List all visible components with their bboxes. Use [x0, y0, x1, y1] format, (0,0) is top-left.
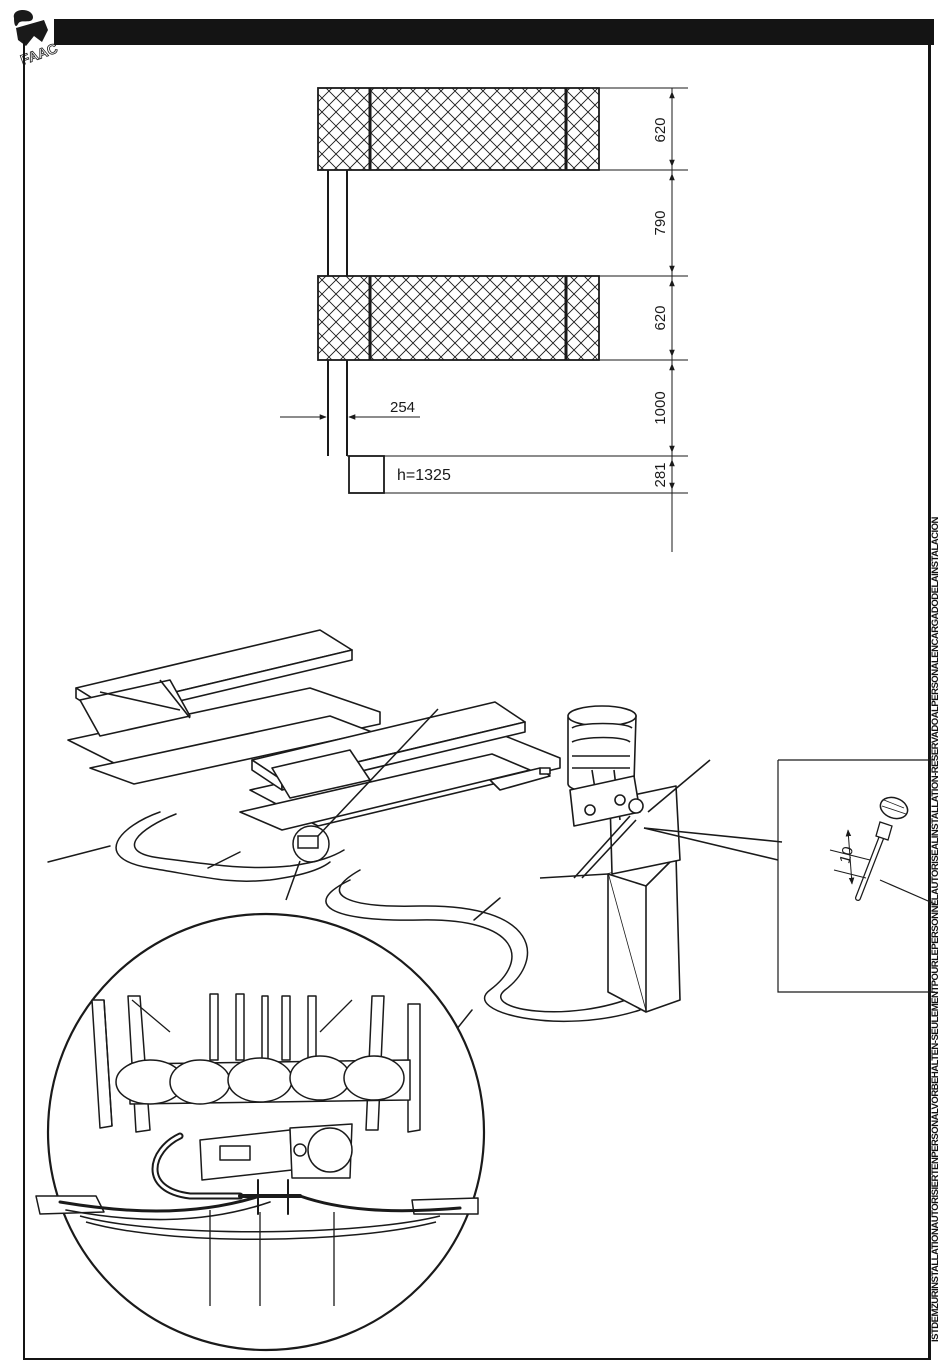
dim-column-height: h=1325: [397, 467, 451, 484]
layout-plan: 620 790 620 1000 281 254 h=1325: [280, 88, 688, 552]
dim-platform-gap: 790: [652, 210, 669, 235]
dim-bottom-offset: 281: [652, 462, 669, 487]
power-unit-footprint: [349, 456, 384, 493]
dim-column-width: 254: [390, 399, 415, 416]
upper-platform: [318, 88, 599, 170]
dipstick-mark: 10: [836, 845, 857, 866]
detail-magnifier: [36, 914, 484, 1350]
dipstick-detail: [778, 760, 935, 992]
dim-lower-platform: 620: [652, 305, 669, 330]
isometric-platforms: [68, 630, 560, 830]
dim-upper-platform: 620: [652, 117, 669, 142]
lower-platform: [318, 276, 599, 360]
dim-lower-clearance: 1000: [652, 391, 669, 424]
power-unit: [540, 706, 782, 1012]
